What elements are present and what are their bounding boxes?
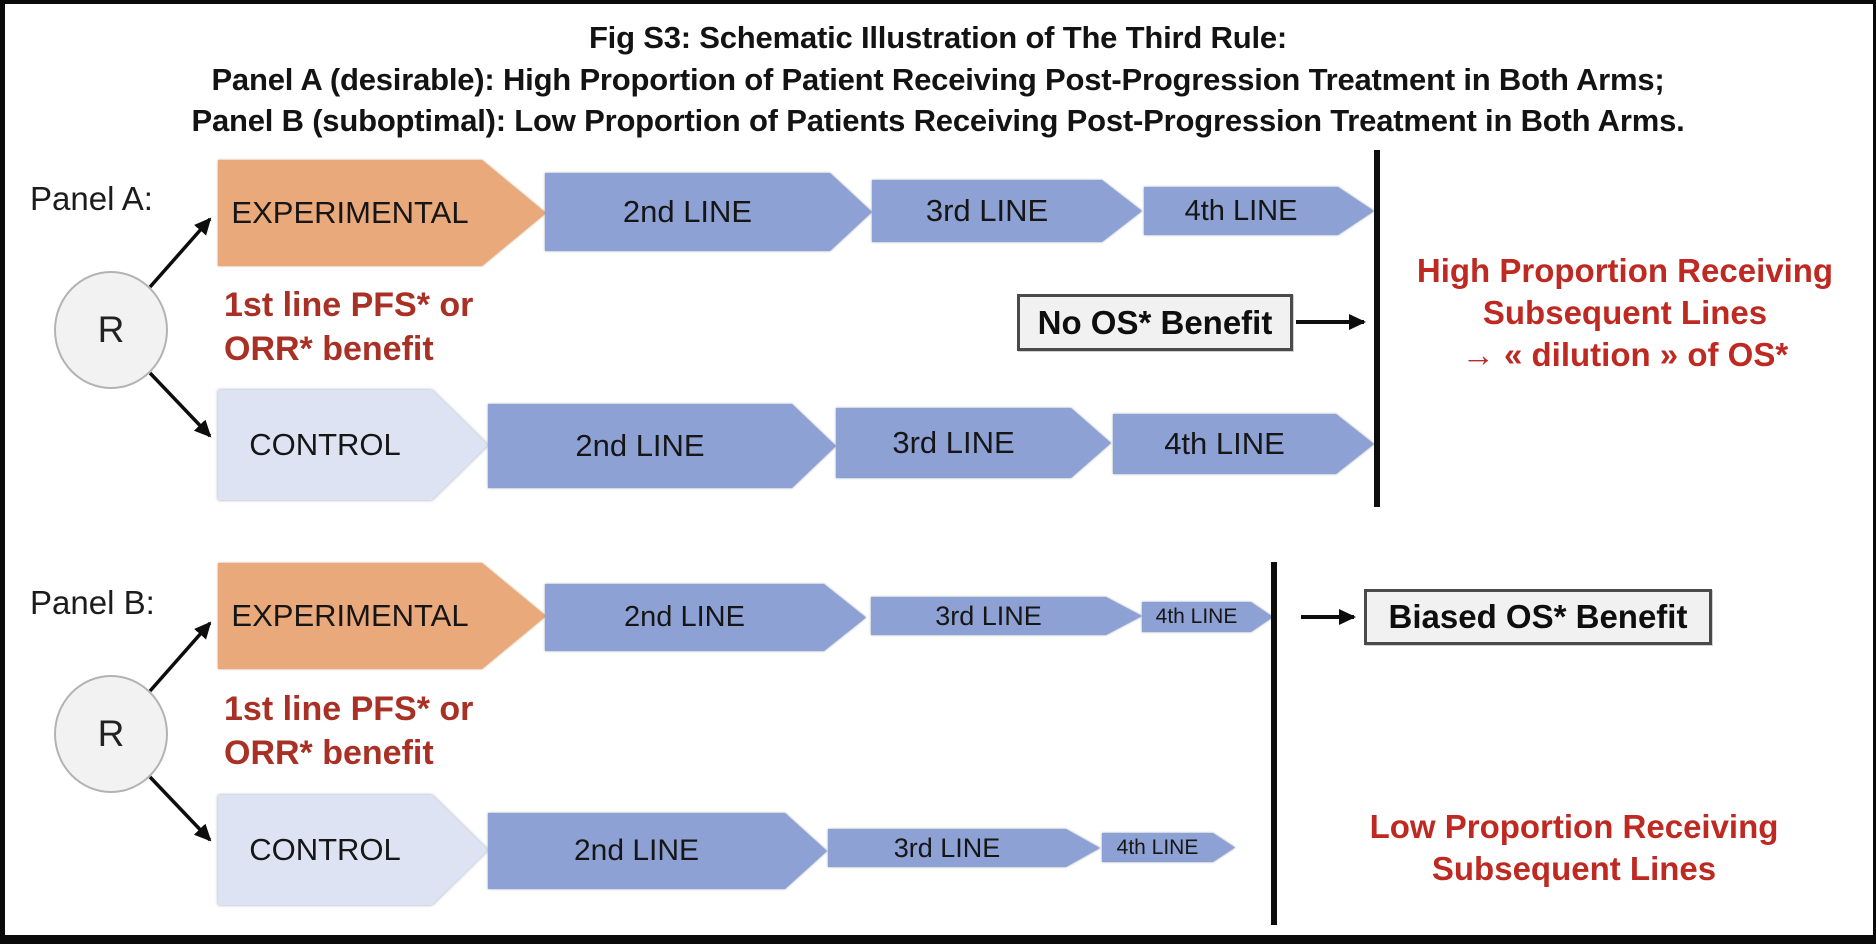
- panel-a-control-arm-label: CONTROL: [218, 390, 488, 500]
- panel-a-experimental-fourth-line-label: 4th LINE: [1144, 187, 1374, 235]
- panel-b-benefit-note: 1st line PFS* or ORR* benefit: [224, 687, 473, 775]
- panel-b-experimental-arm-label: EXPERIMENTAL: [218, 563, 546, 669]
- panel-a-annotation-line-1: High Proportion Receiving: [1416, 252, 1834, 289]
- panel-b-benefit-note-line-1: 1st line PFS* or: [224, 690, 474, 728]
- panel-b-annotation: Low Proportion Receiving Subsequent Line…: [1334, 806, 1814, 890]
- panel-b-outcome-box: Biased OS* Benefit: [1364, 589, 1712, 645]
- frame-bottom: [0, 935, 1876, 944]
- panel-b-experimental-arm-shape: EXPERIMENTAL: [218, 563, 546, 669]
- panel-b-benefit-note-line-2: ORR* benefit: [224, 734, 434, 772]
- panel-a-randomization-circle: R: [54, 271, 168, 389]
- panel-a-experimental-second-line-label: 2nd LINE: [545, 173, 872, 251]
- panel-b-control-second-line-label: 2nd LINE: [488, 813, 827, 889]
- panel-a-control-third-line-arrow: 3rd LINE: [836, 408, 1111, 478]
- panel-a-annotation: High Proportion Receiving Subsequent Lin…: [1385, 250, 1865, 376]
- panel-a-divider-bar: [1374, 150, 1380, 507]
- panel-a-control-second-line-arrow: 2nd LINE: [488, 404, 836, 488]
- panel-a-experimental-second-line-arrow: 2nd LINE: [545, 173, 872, 251]
- panel-a-outcome-box-label: No OS* Benefit: [1037, 303, 1273, 341]
- panel-a-benefit-note: 1st line PFS* or ORR* benefit: [224, 283, 473, 371]
- panel-b-experimental-fourth-line-arrow: 4th LINE: [1142, 602, 1273, 632]
- panel-a-control-fourth-line-arrow: 4th LINE: [1113, 414, 1374, 474]
- panel-a-control-third-line-label: 3rd LINE: [836, 408, 1111, 478]
- panel-b-experimental-second-line-label: 2nd LINE: [545, 584, 866, 651]
- panel-a-experimental-third-line-arrow: 3rd LINE: [872, 180, 1142, 242]
- panel-a-annotation-line-2: Subsequent Lines: [1482, 294, 1768, 331]
- figure-title-line-1: Fig S3: Schematic Illustration of The Th…: [588, 20, 1288, 55]
- frame-right: [1873, 0, 1876, 944]
- panel-b-control-third-line-label: 3rd LINE: [828, 829, 1100, 867]
- panel-b-annotation-line-1: Low Proportion Receiving: [1369, 808, 1779, 845]
- panel-a-annotation-line-3: → « dilution » of OS*: [1461, 336, 1789, 373]
- panel-b-control-arm-shape: CONTROL: [218, 795, 488, 905]
- panel-b-arrow-to-control: [148, 775, 212, 842]
- panel-a-benefit-note-line-2: ORR* benefit: [224, 330, 434, 368]
- panel-a-arrow-to-control: [148, 371, 212, 438]
- panel-b-experimental-fourth-line-label: 4th LINE: [1142, 602, 1273, 632]
- panel-a-control-second-line-label: 2nd LINE: [488, 404, 836, 488]
- panel-b-arrow-to-experimental: [148, 621, 212, 693]
- panel-a-benefit-note-line-1: 1st line PFS* or: [224, 286, 474, 324]
- panel-b-control-fourth-line-label: 4th LINE: [1102, 833, 1235, 862]
- panel-b-experimental-third-line-arrow: 3rd LINE: [871, 597, 1142, 635]
- panel-b-randomization-r-label: R: [97, 713, 125, 754]
- figure-title-line-2: Panel A (desirable): High Proportion of …: [211, 62, 1665, 97]
- panel-a-control-arm-shape: CONTROL: [218, 390, 488, 500]
- frame-top: [0, 0, 1876, 4]
- panel-a-experimental-arm-shape: EXPERIMENTAL: [218, 160, 546, 266]
- panel-b-outcome-box-label: Biased OS* Benefit: [1388, 598, 1688, 635]
- panel-b-control-fourth-line-arrow: 4th LINE: [1102, 833, 1235, 862]
- panel-a-experimental-arm-label: EXPERIMENTAL: [218, 160, 546, 266]
- panel-a-outcome-box: No OS* Benefit: [1017, 294, 1293, 351]
- frame-left: [0, 0, 5, 944]
- panel-b-control-arm-label: CONTROL: [218, 795, 488, 905]
- panel-b-randomization-circle: R: [54, 675, 168, 793]
- panel-b-control-third-line-arrow: 3rd LINE: [828, 829, 1100, 867]
- panel-b-experimental-third-line-label: 3rd LINE: [871, 597, 1142, 635]
- panel-b-control-second-line-arrow: 2nd LINE: [488, 813, 827, 889]
- panel-a-control-fourth-line-label: 4th LINE: [1113, 414, 1374, 474]
- panel-a-experimental-third-line-label: 3rd LINE: [872, 180, 1142, 242]
- panel-b-experimental-second-line-arrow: 2nd LINE: [545, 584, 866, 651]
- panel-a-label: Panel A:: [30, 180, 153, 217]
- panel-a-experimental-fourth-line-arrow: 4th LINE: [1144, 187, 1374, 235]
- figure-title-line-3: Panel B (suboptimal): Low Proportion of …: [191, 103, 1685, 138]
- panel-a-arrow-to-experimental: [148, 217, 212, 289]
- panel-a-randomization-r-label: R: [97, 309, 125, 350]
- panel-b-annotation-line-2: Subsequent Lines: [1431, 850, 1717, 887]
- panel-b-divider-bar: [1271, 562, 1277, 925]
- panel-b-label: Panel B:: [30, 584, 155, 621]
